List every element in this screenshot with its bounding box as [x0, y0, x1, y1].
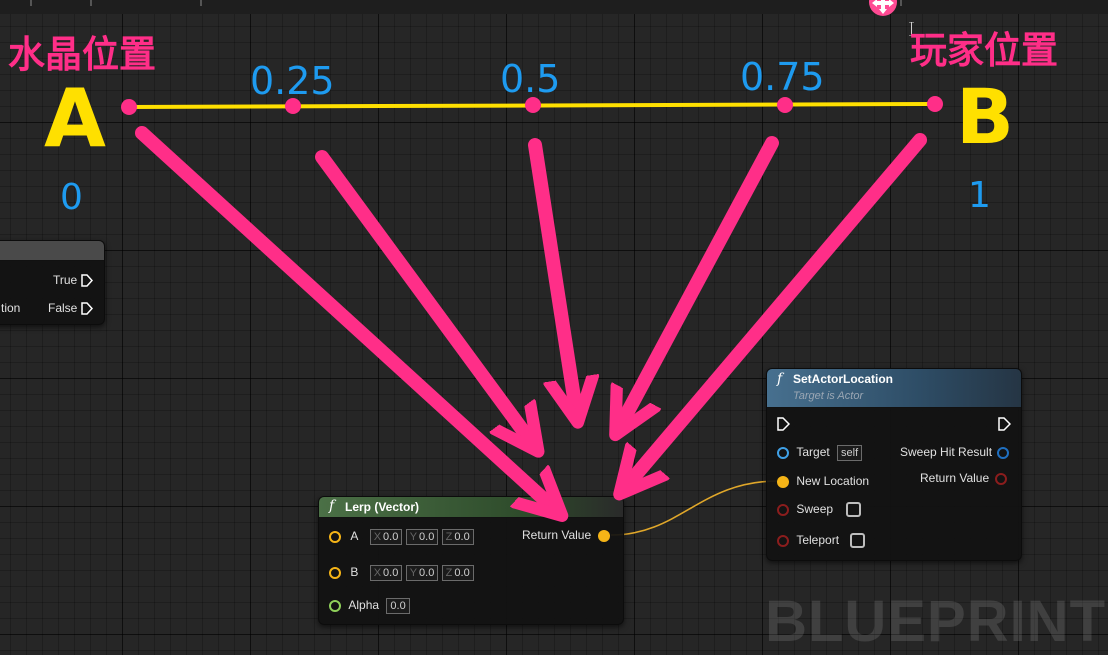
value-1: 1 [968, 178, 991, 214]
arrow-from-025 [322, 157, 535, 447]
label-crystal-position: 水晶位置 [8, 36, 156, 73]
blueprint-watermark: BLUEPRINT [765, 588, 1106, 655]
arrow-from-b [623, 140, 920, 490]
value-075: 0.75 [740, 58, 825, 96]
range-point-075 [777, 97, 793, 113]
arrow-from-05 [535, 145, 577, 417]
range-point-b [927, 96, 943, 112]
arrow-from-075 [618, 143, 772, 430]
letter-a: A [44, 79, 106, 159]
letter-b: B [956, 79, 1014, 155]
value-05: 0.5 [500, 60, 560, 98]
value-0: 0 [60, 180, 83, 216]
range-point-a [121, 99, 137, 115]
label-player-position: 玩家位置 [910, 32, 1058, 69]
value-025: 0.25 [250, 62, 335, 100]
